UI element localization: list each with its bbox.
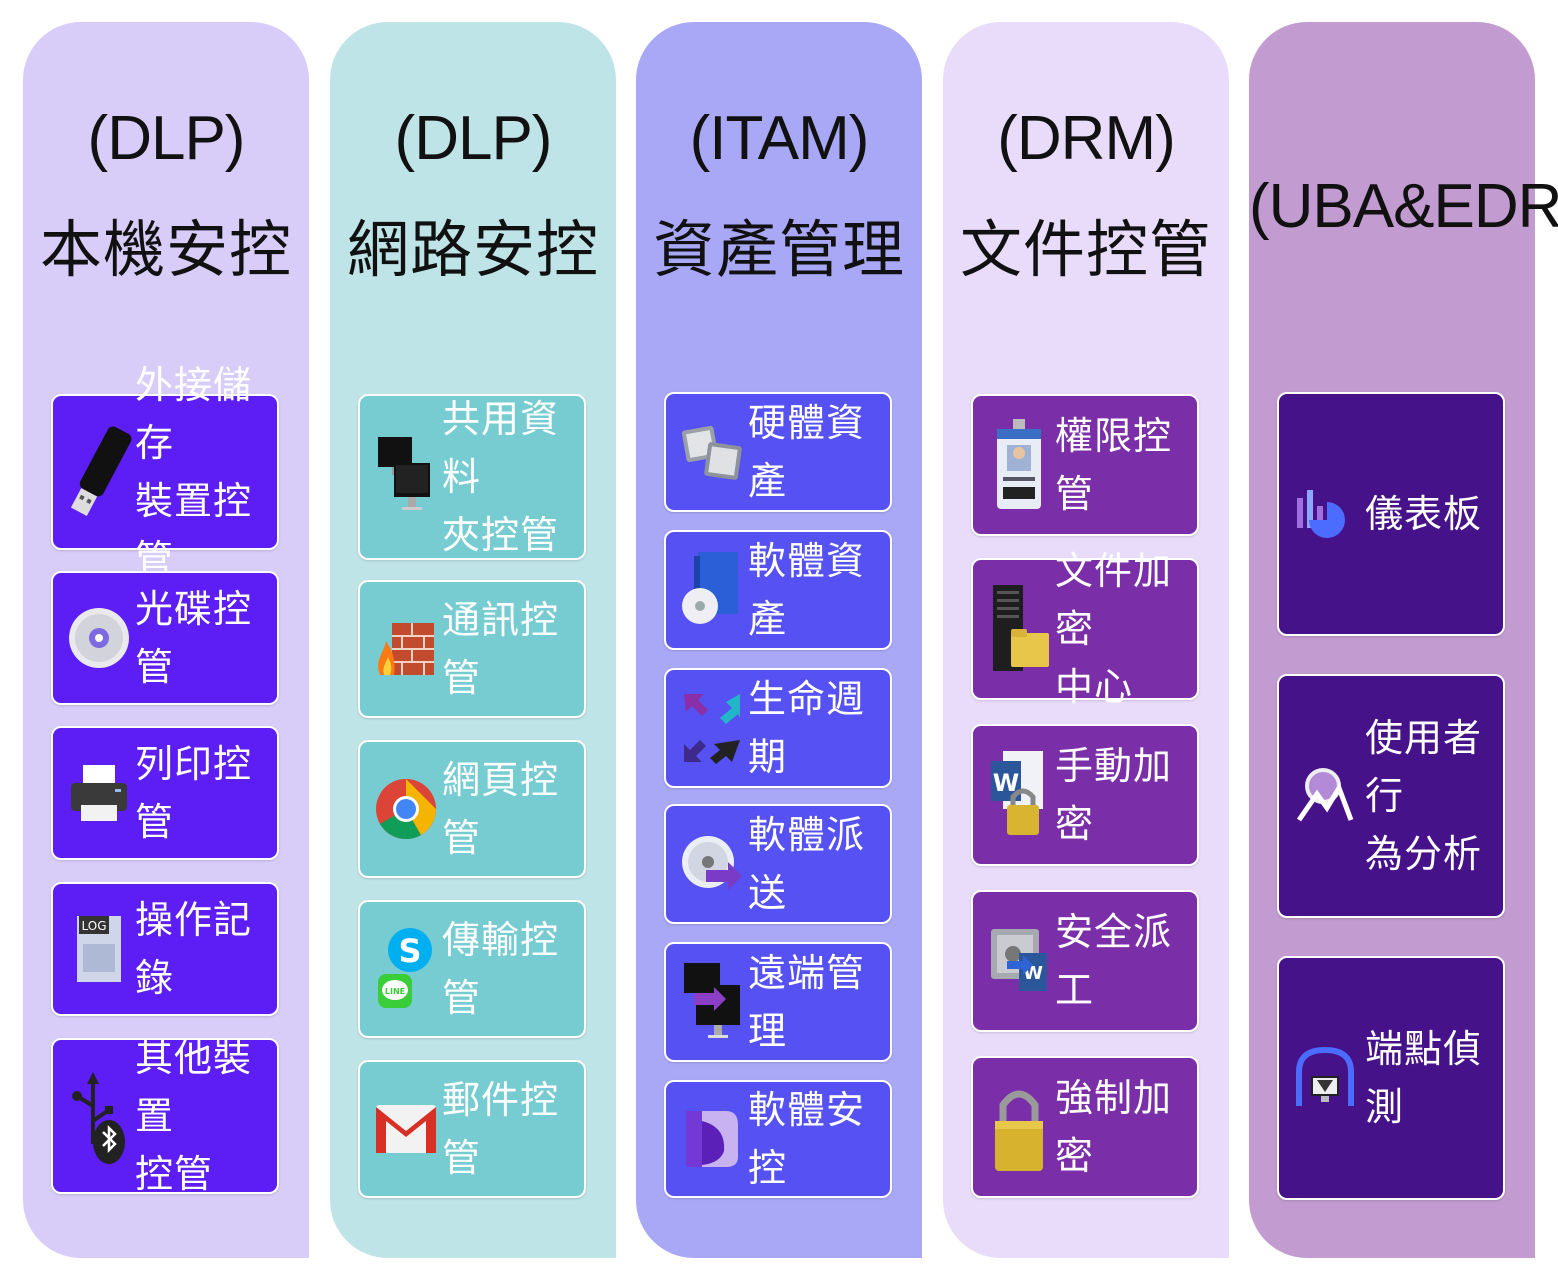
card-communication-control[interactable]: 通訊控管	[358, 580, 586, 718]
card-label: 硬體資產	[748, 401, 866, 503]
dashboard-chart-icon	[1293, 482, 1357, 546]
card-software-assets[interactable]: 軟體資產	[664, 530, 892, 650]
card-label: 軟體派送	[748, 813, 866, 915]
shared-computers-icon	[374, 427, 438, 527]
card-label: 列印控管	[135, 742, 253, 844]
endpoint-detection-icon	[1293, 1046, 1357, 1110]
card-label: 手動加密	[1055, 744, 1173, 846]
svg-text:S: S	[398, 932, 421, 970]
card-label: 軟體資產	[748, 539, 866, 641]
card-label: 共用資料 夾控管	[442, 397, 560, 557]
card-label: 生命週期	[748, 677, 866, 779]
card-mail-control[interactable]: 郵件控管	[358, 1060, 586, 1198]
log-file-icon: LOG	[67, 912, 131, 986]
card-label: 權限控管	[1055, 414, 1173, 516]
svg-text:LOG: LOG	[81, 919, 106, 933]
card-hardware-assets[interactable]: 硬體資產	[664, 392, 892, 512]
card-web-control[interactable]: 網頁控管	[358, 740, 586, 878]
card-label: 遠端管理	[748, 951, 866, 1053]
card-operation-log[interactable]: LOG 操作記錄	[51, 882, 279, 1016]
card-label: 網頁控管	[442, 758, 560, 860]
card-label: 文件加密 中心	[1055, 549, 1173, 709]
behavior-analysis-icon	[1293, 764, 1357, 828]
card-remote-management[interactable]: 遠端管理	[664, 942, 892, 1062]
column-code: (DRM)	[997, 104, 1176, 173]
column-code: (ITAM)	[689, 104, 870, 173]
card-lifecycle[interactable]: 生命週期	[664, 668, 892, 788]
card-dashboard[interactable]: 儀表板	[1277, 392, 1505, 636]
column-uba-edr: (UBA&EDR) 儀表板 使用者行 為分析 端點偵測	[1249, 22, 1558, 1258]
card-behavior-analysis[interactable]: 使用者行 為分析	[1277, 674, 1505, 918]
card-encryption-center[interactable]: 文件加密 中心	[971, 549, 1199, 709]
firewall-icon	[374, 617, 438, 681]
column-title: 本機安控	[39, 216, 292, 285]
column-drm: (DRM) 文件控管 權限控管 文件加密 中心 W 手動加密 W 安全派工 強制…	[943, 22, 1229, 1258]
column-code: (DLP)	[87, 104, 246, 173]
usb-drive-icon	[65, 417, 135, 527]
card-label: 光碟控管	[135, 587, 253, 689]
padlock-icon	[987, 1077, 1051, 1177]
column-title: 網路安控	[346, 216, 599, 285]
card-software-deploy[interactable]: 軟體派送	[664, 804, 892, 924]
column-local-dlp: (DLP) 本機安控 外接儲存 裝置控管 光碟控管 列印控管 LOG 操作記錄 …	[23, 22, 309, 1258]
cpu-chips-icon	[680, 420, 744, 484]
card-label: 安全派工	[1055, 910, 1173, 1012]
software-box-icon	[680, 550, 744, 630]
word-lock-icon: W	[987, 747, 1051, 843]
lifecycle-arrows-icon	[680, 688, 744, 768]
card-transfer-control[interactable]: S LINE 傳輸控管	[358, 900, 586, 1038]
card-label: 傳輸控管	[442, 918, 560, 1020]
skype-line-icon: S LINE	[374, 924, 438, 1014]
card-endpoint-detection[interactable]: 端點偵測	[1277, 956, 1505, 1200]
card-other-devices[interactable]: 其他裝置 控管	[51, 1036, 279, 1196]
column-code: (UBA&EDR)	[1249, 172, 1558, 241]
disc-deploy-icon	[680, 832, 744, 896]
card-secure-dispatch[interactable]: W 安全派工	[971, 890, 1199, 1032]
disc-icon	[67, 606, 131, 670]
card-disc-control[interactable]: 光碟控管	[51, 571, 279, 705]
card-label: 儀表板	[1365, 492, 1483, 536]
card-label: 端點偵測	[1365, 1027, 1483, 1129]
card-label: 通訊控管	[442, 598, 560, 700]
card-label: 郵件控管	[442, 1078, 560, 1180]
svg-text:LINE: LINE	[385, 987, 405, 996]
card-label: 軟體安控	[748, 1088, 866, 1190]
id-badge-icon	[987, 417, 1051, 513]
remote-monitor-icon	[680, 959, 744, 1045]
column-title: 文件控管	[959, 216, 1212, 285]
card-label: 外接儲存 裝置控管	[135, 363, 253, 581]
server-folder-icon	[987, 581, 1051, 677]
card-label: 強制加密	[1055, 1076, 1173, 1178]
chrome-icon	[374, 777, 438, 841]
card-label: 使用者行 為分析	[1365, 716, 1483, 876]
card-external-storage[interactable]: 外接儲存 裝置控管	[51, 363, 279, 581]
column-network-dlp: (DLP) 網路安控 共用資料 夾控管 通訊控管 網頁控管 S LINE 傳輸控管…	[330, 22, 616, 1258]
column-title: 資產管理	[652, 216, 905, 285]
safe-word-icon: W	[987, 921, 1051, 1001]
card-label: 操作記錄	[135, 898, 253, 1000]
card-forced-encryption[interactable]: 強制加密	[971, 1056, 1199, 1198]
card-software-security[interactable]: 軟體安控	[664, 1080, 892, 1198]
usb-bluetooth-icon	[67, 1066, 129, 1166]
software-shield-icon	[680, 1107, 744, 1171]
gmail-icon	[374, 1097, 438, 1161]
column-code: (DLP)	[394, 104, 553, 173]
card-print-control[interactable]: 列印控管	[51, 726, 279, 860]
printer-icon	[67, 761, 131, 825]
column-itam: (ITAM) 資產管理 硬體資產 軟體資產 生命週期 軟體派送 遠端管理 軟	[636, 22, 922, 1258]
card-label: 其他裝置 控管	[135, 1036, 253, 1196]
card-manual-encryption[interactable]: W 手動加密	[971, 724, 1199, 866]
card-shared-folder[interactable]: 共用資料 夾控管	[358, 394, 586, 560]
card-permission-control[interactable]: 權限控管	[971, 394, 1199, 536]
